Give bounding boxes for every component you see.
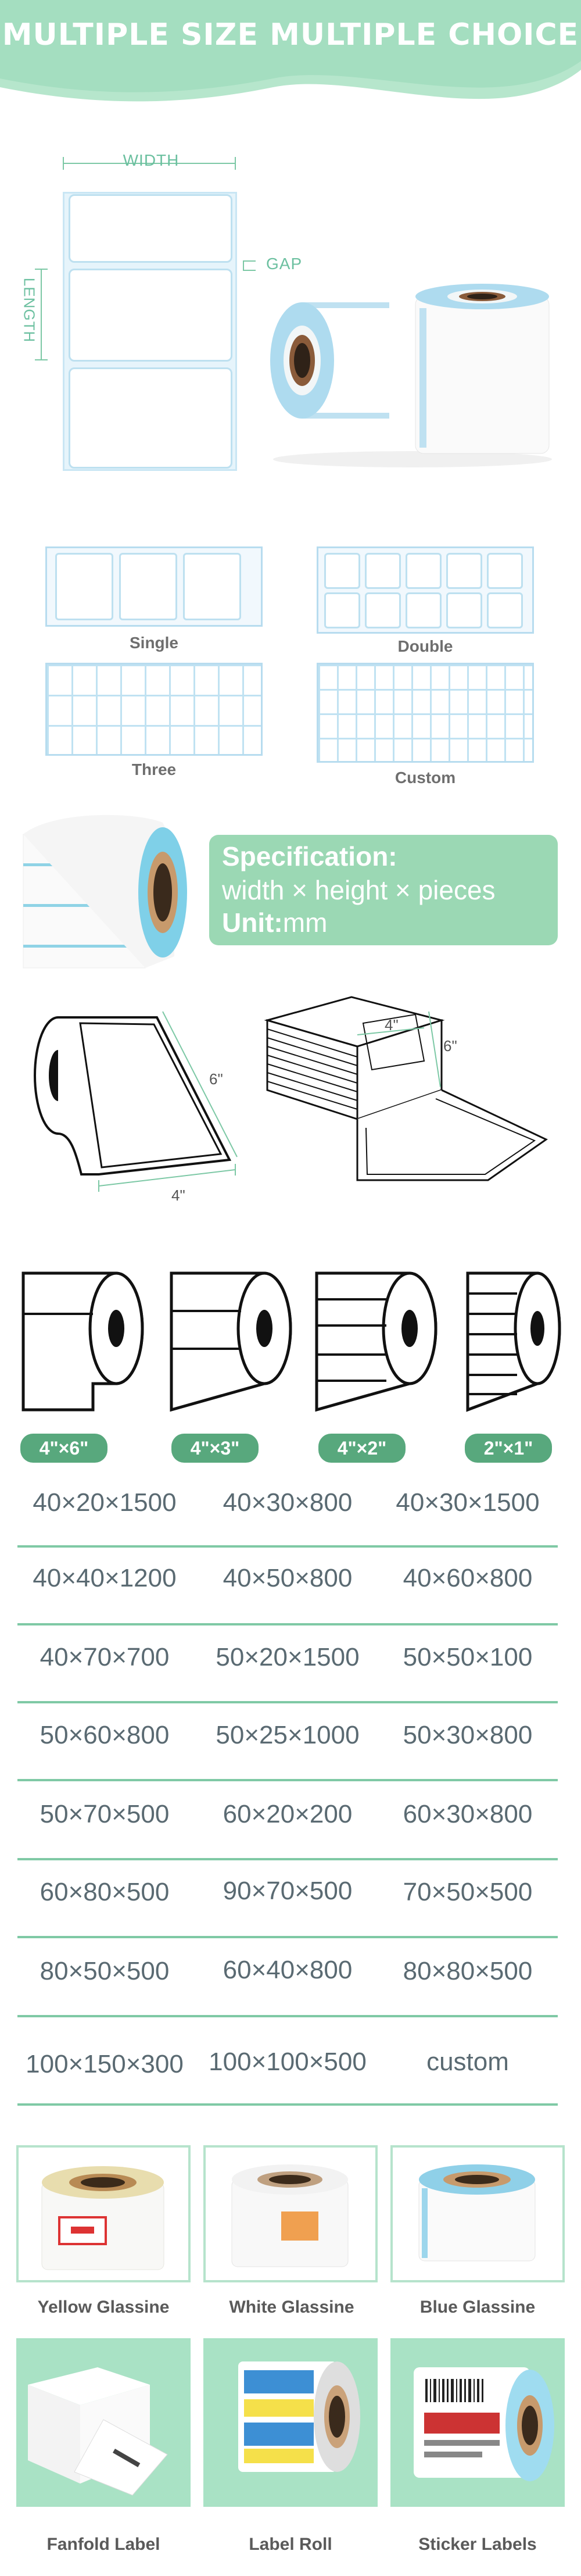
header-banner (0, 0, 581, 102)
size-cell: 80×50×500 (40, 1957, 170, 1985)
roll-4x2-icon (315, 1271, 437, 1412)
product-fanfold-label (16, 2338, 191, 2507)
product-label-white-glassine: White Glassine (229, 2298, 354, 2317)
size-cell: 40×30×1500 (396, 1488, 540, 1517)
label-3 (69, 367, 232, 469)
product-label-fanfold: Fanfold Label (46, 2535, 160, 2554)
length-label: LENGTH (20, 277, 38, 343)
size-cell: 60×30×800 (403, 1800, 533, 1828)
size-cell: 70×50×500 (403, 1878, 533, 1906)
size-cell: 60×20×200 (223, 1800, 353, 1828)
size-cell: custom (426, 2048, 509, 2076)
size-table: 40×20×1500 40×30×800 40×30×1500 40×40×12… (0, 1488, 581, 2116)
size-cell: 50×30×800 (403, 1721, 533, 1749)
size-cell: 50×70×500 (40, 1800, 170, 1828)
size-pill-2x1: 2"×1" (465, 1434, 552, 1463)
specification-box: Specification: width × height × pieces U… (209, 835, 558, 945)
dim-6-left: 6" (209, 1070, 223, 1088)
layout-three-label: Three (131, 760, 177, 778)
layout-custom-card (317, 663, 534, 763)
product-blue-glassine (390, 2145, 565, 2282)
size-cell: 40×20×1500 (33, 1488, 177, 1517)
size-pill-4x2: 4"×2" (318, 1434, 406, 1463)
size-cell: 40×60×800 (403, 1564, 533, 1592)
row-divider (17, 1779, 558, 1781)
size-cell: 50×50×100 (403, 1643, 533, 1671)
size-cell: 60×40×800 (223, 1956, 353, 1984)
size-cell: 50×25×1000 (216, 1721, 360, 1749)
size-cell: 40×70×700 (40, 1643, 170, 1671)
layout-three-card (45, 663, 263, 756)
product-label-blue-glassine: Blue Glassine (419, 2298, 536, 2317)
layout-single-label: Single (129, 634, 178, 652)
fanfold-stack-diagram: 4" 6" (264, 996, 548, 1181)
roll-4x3-icon (170, 1271, 292, 1412)
size-pill-4x6: 4"×6" (20, 1434, 107, 1463)
spec-unit-label: Unit: (222, 908, 283, 938)
spec-unit-value: mm (282, 908, 328, 938)
size-cell: 80×80×500 (403, 1957, 533, 1985)
label-rolls-image (270, 284, 552, 467)
row-divider (17, 1936, 558, 1938)
size-cell: 90×70×500 (223, 1877, 353, 1905)
product-yellow-glassine (16, 2145, 191, 2282)
row-divider (17, 1701, 558, 1703)
product-label-label-roll: Label Roll (249, 2535, 332, 2554)
size-cell: 50×20×1500 (216, 1643, 360, 1671)
size-cell: 40×40×1200 (33, 1564, 177, 1592)
layout-single-card (45, 546, 263, 627)
size-4x6-roll-diagram: 6" 4" (34, 1011, 238, 1204)
width-label: WIDTH (123, 151, 180, 169)
size-cell: 40×30×800 (223, 1488, 353, 1517)
size-pill-4x3: 4"×3" (171, 1434, 259, 1463)
page-title: MULTIPLE SIZE MULTIPLE CHOICE (2, 17, 579, 52)
label-2 (69, 269, 232, 362)
dim-4-left: 4" (171, 1187, 185, 1204)
product-label-roll (203, 2338, 378, 2507)
row-divider (17, 1858, 558, 1860)
size-cell: 60×80×500 (40, 1878, 170, 1906)
product-label-yellow-glassine: Yellow Glassine (37, 2298, 170, 2317)
size-cell: 100×100×500 (209, 2048, 367, 2076)
dim-4-right: 4" (385, 1016, 399, 1034)
spec-title: Specification: (222, 841, 397, 871)
layout-double-label: Double (397, 637, 453, 655)
dim-6-right: 6" (443, 1037, 457, 1055)
row-divider (17, 2015, 558, 2017)
spec-formula: width × height × pieces (222, 875, 496, 905)
roll-4x6-icon (21, 1271, 144, 1412)
product-label-sticker: Sticker Labels (418, 2535, 537, 2554)
row-divider (17, 2103, 558, 2106)
size-cell: 40×50×800 (223, 1564, 353, 1592)
size-cell: 50×60×800 (40, 1721, 170, 1749)
roll-2x1-icon (466, 1271, 561, 1412)
row-divider (17, 1545, 558, 1548)
gap-label: GAP (266, 255, 303, 273)
layout-custom-label: Custom (394, 769, 456, 787)
row-divider (17, 1623, 558, 1625)
product-sticker-labels (390, 2338, 565, 2507)
size-cell: 100×150×300 (26, 2050, 184, 2078)
layout-double-card (317, 546, 534, 634)
label-dimension-diagram: WIDTH LENGTH (17, 145, 273, 483)
label-1 (69, 194, 232, 263)
product-white-glassine (203, 2145, 378, 2282)
strip-roll-image (23, 814, 187, 969)
